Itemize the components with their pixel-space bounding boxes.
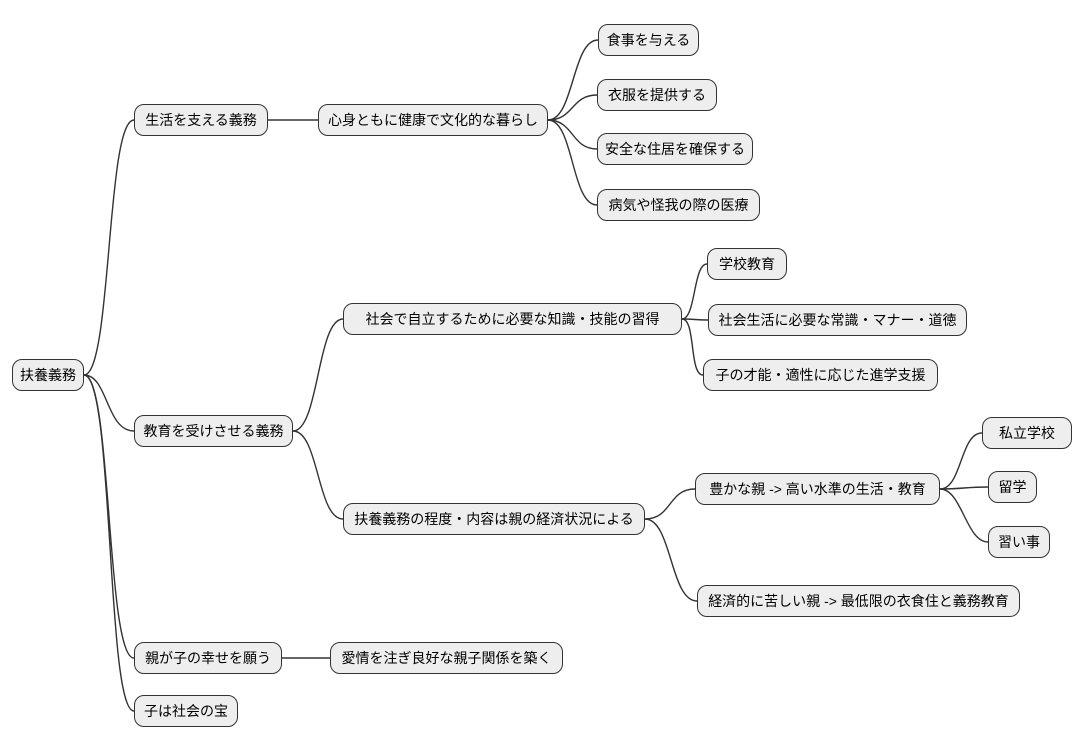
mindmap-node-knowledge-skills: 社会で自立するために必要な知識・技能の習得 [343,303,682,335]
edge-education-duty-to-depends-economy [292,430,344,520]
edge-knowledge-skills-to-career-support [681,318,704,376]
edge-root-to-life-support [83,119,135,376]
mindmap-node-school-education: 学校教育 [707,248,787,280]
mindmap-node-lessons: 習い事 [988,526,1050,558]
edge-depends-economy-to-wealthy-parent [644,488,696,520]
mindmap-node-education-duty: 教育を受けさせる義務 [134,415,293,447]
edge-root-to-parent-happiness [83,374,135,659]
mindmap-node-housing: 安全な住居を確保する [597,133,753,165]
mindmap-node-child-treasure: 子は社会の宝 [134,695,238,727]
mindmap-node-affection: 愛情を注ぎ良好な親子関係を築く [330,642,563,674]
mindmap-node-root: 扶養義務 [12,359,84,391]
edge-education-duty-to-knowledge-skills [292,318,344,432]
edge-root-to-education-duty [83,374,135,432]
mindmap-node-clothing: 衣服を提供する [597,79,717,111]
edge-root-to-child-treasure [83,374,135,712]
edge-knowledge-skills-to-common-sense [681,318,709,321]
mindmap-node-medical: 病気や怪我の際の医療 [597,189,760,221]
mindmap-node-poor-parent: 経済的に苦しい親 -> 最低限の衣食住と義務教育 [697,585,1020,617]
mindmap-node-life-support: 生活を支える義務 [134,104,268,136]
mindmap-node-career-support: 子の才能・適性に応じた進学支援 [703,359,938,391]
mindmap-node-depends-economy: 扶養義務の程度・内容は親の経済状況による [343,503,645,535]
mindmap-node-parent-happiness: 親が子の幸せを願う [134,642,282,674]
mindmap-node-private-school: 私立学校 [982,417,1072,449]
mindmap-node-common-sense: 社会生活に必要な常識・マナー・道徳 [708,304,967,336]
edge-healthy-life-to-medical [547,119,598,206]
edge-healthy-life-to-food [547,39,599,121]
mindmap-node-healthy-life: 心身ともに健康で文化的な暮らし [318,104,548,136]
edge-healthy-life-to-clothing [547,94,598,121]
edge-healthy-life-to-housing [547,119,598,150]
edge-knowledge-skills-to-school-education [681,263,708,320]
mindmap-node-wealthy-parent: 豊かな親 -> 高い水準の生活・教育 [695,473,940,505]
edge-wealthy-parent-to-lessons [939,488,989,543]
mindmap-node-food: 食事を与える [598,24,699,56]
edge-wealthy-parent-to-study-abroad [939,486,989,490]
mindmap-node-study-abroad: 留学 [988,471,1037,503]
edge-depends-economy-to-poor-parent [644,518,698,602]
edge-wealthy-parent-to-private-school [939,432,983,490]
